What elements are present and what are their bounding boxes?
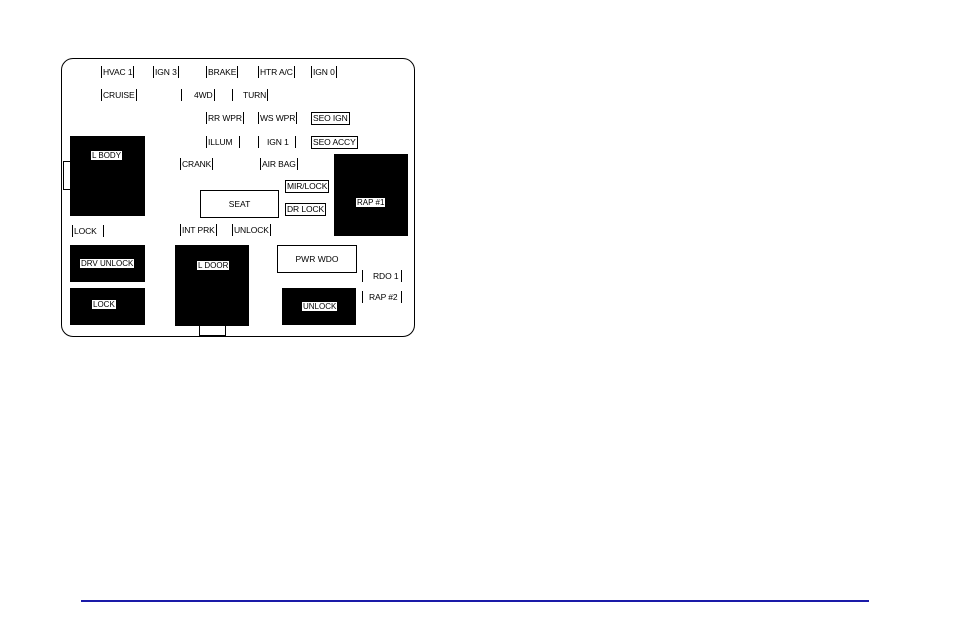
- footer-rule: [81, 600, 869, 602]
- fuse-brake: BRAKE: [206, 66, 239, 78]
- fuse-htr-ac: HTR A/C: [258, 66, 295, 78]
- relay-lock-label: LOCK: [92, 300, 116, 309]
- fuse-panel-outline: HVAC 1 IGN 3 BRAKE HTR A/C IGN 0 CRUISE …: [61, 58, 415, 337]
- relay-l-body: L BODY: [70, 136, 145, 216]
- relay-rap1: RAP #1: [334, 154, 408, 236]
- fuse-cruise: CRUISE: [101, 89, 137, 101]
- fuse-rap2: RAP #2: [362, 291, 402, 303]
- relay-seat-label: SEAT: [228, 199, 251, 209]
- fuse-rdo1: RDO 1: [362, 270, 403, 282]
- fuse-lock: LOCK: [72, 225, 104, 237]
- relay-l-door-label: L DOOR: [197, 261, 230, 270]
- fuse-int-prk: INT PRK: [180, 224, 217, 236]
- fuse-dr-lock: DR LOCK: [285, 203, 327, 216]
- fuse-seo-ign: SEO IGN: [311, 112, 350, 125]
- relay-seat: SEAT: [200, 190, 279, 218]
- fuse-air-bag: AIR BAG: [260, 158, 298, 170]
- relay-pwr-wdo: PWR WDO: [277, 245, 357, 273]
- fuse-ws-wpr: WS WPR: [258, 112, 298, 124]
- fuse-4wd: 4WD: [181, 89, 215, 101]
- fuse-ign3: IGN 3: [153, 66, 179, 78]
- relay-drv-unlock-label: DRV UNLOCK: [80, 259, 135, 268]
- fuse-mir-lock: MIR/LOCK: [285, 180, 330, 193]
- relay-unlock: UNLOCK: [282, 288, 356, 325]
- relay-rap1-label: RAP #1: [356, 198, 386, 207]
- relay-l-body-label: L BODY: [91, 151, 123, 160]
- fuse-seo-accy: SEO ACCY: [311, 136, 358, 149]
- relay-pwr-wdo-label: PWR WDO: [295, 254, 339, 264]
- fuse-rr-wpr: RR WPR: [206, 112, 244, 124]
- connector-tab-bottom: [199, 325, 226, 336]
- fuse-ign0: IGN 0: [311, 66, 337, 78]
- fuse-crank: CRANK: [180, 158, 214, 170]
- fuse-ign1: IGN 1: [258, 136, 296, 148]
- relay-l-door: L DOOR: [175, 245, 249, 326]
- fuse-hvac1: HVAC 1: [101, 66, 135, 78]
- fuse-unlock: UNLOCK: [232, 224, 271, 236]
- fuse-turn: TURN: [232, 89, 269, 101]
- fuse-illum: ILLUM: [206, 136, 240, 148]
- relay-drv-unlock: DRV UNLOCK: [70, 245, 145, 282]
- relay-unlock-label: UNLOCK: [302, 302, 338, 311]
- relay-lock: LOCK: [70, 288, 145, 325]
